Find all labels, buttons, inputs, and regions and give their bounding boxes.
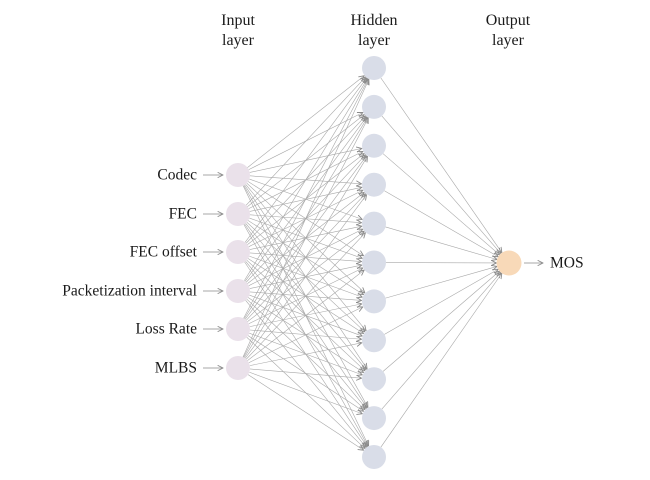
hidden-node xyxy=(362,289,386,314)
layer-header-line: layer xyxy=(492,32,525,49)
input-label: Codec xyxy=(157,167,197,184)
hidden-to-output-edges xyxy=(380,77,502,448)
hidden-node xyxy=(362,250,386,275)
edge-line xyxy=(243,79,367,281)
edge-line xyxy=(385,226,497,260)
edge-line xyxy=(380,77,502,253)
layer-header-line: Input xyxy=(221,12,255,29)
edge-line xyxy=(248,307,363,363)
hidden-node xyxy=(362,94,386,119)
edge-line xyxy=(244,78,366,243)
input-node xyxy=(226,279,250,303)
edge-line xyxy=(242,79,369,358)
edge-line xyxy=(245,77,365,206)
edge-line xyxy=(384,190,498,257)
layer-header-line: layer xyxy=(358,32,391,49)
input-node xyxy=(226,163,250,187)
hidden-node xyxy=(362,133,386,158)
nodes xyxy=(226,56,522,469)
edge-line xyxy=(382,271,499,372)
edge-line xyxy=(249,368,362,378)
input-to-hidden-edges xyxy=(242,76,369,451)
edge-line xyxy=(381,115,501,254)
edge-line xyxy=(382,153,500,255)
input-label: Packetization interval xyxy=(62,283,197,300)
edge-line xyxy=(247,270,364,361)
edge-line xyxy=(247,374,364,451)
input-node xyxy=(226,202,250,226)
hidden-node xyxy=(362,172,386,197)
hidden-node xyxy=(362,56,386,80)
output-node xyxy=(496,250,522,276)
edge-line xyxy=(385,266,497,299)
edge-line xyxy=(246,233,365,360)
layer-header-line: Hidden xyxy=(350,12,397,29)
hidden-node xyxy=(362,328,386,353)
edge-line xyxy=(244,156,367,358)
edge-line xyxy=(243,118,369,358)
edge-line xyxy=(381,272,501,410)
hidden-node xyxy=(362,211,386,236)
input-label: Loss Rate xyxy=(135,321,197,338)
edge-line xyxy=(380,273,502,448)
input-label: FEC offset xyxy=(130,244,198,261)
layer-header-line: Output xyxy=(486,12,531,29)
input-label: MLBS xyxy=(155,360,197,377)
input-label: FEC xyxy=(169,206,197,223)
layer-headers: Input layer Hidden layer Output layer xyxy=(221,12,531,49)
input-node xyxy=(226,356,250,380)
edge-line xyxy=(247,76,364,168)
input-node xyxy=(226,240,250,264)
hidden-node xyxy=(362,406,386,431)
output-label-group: MOS xyxy=(524,255,584,272)
output-label: MOS xyxy=(550,255,584,272)
edge-line xyxy=(243,79,369,319)
layer-header-line: layer xyxy=(222,32,255,49)
hidden-node xyxy=(362,367,386,392)
edge-line xyxy=(249,371,362,414)
input-node xyxy=(226,317,250,341)
edge-line xyxy=(384,269,498,335)
edge-line xyxy=(244,195,366,359)
edge-line xyxy=(249,343,362,366)
hidden-node xyxy=(362,445,386,469)
